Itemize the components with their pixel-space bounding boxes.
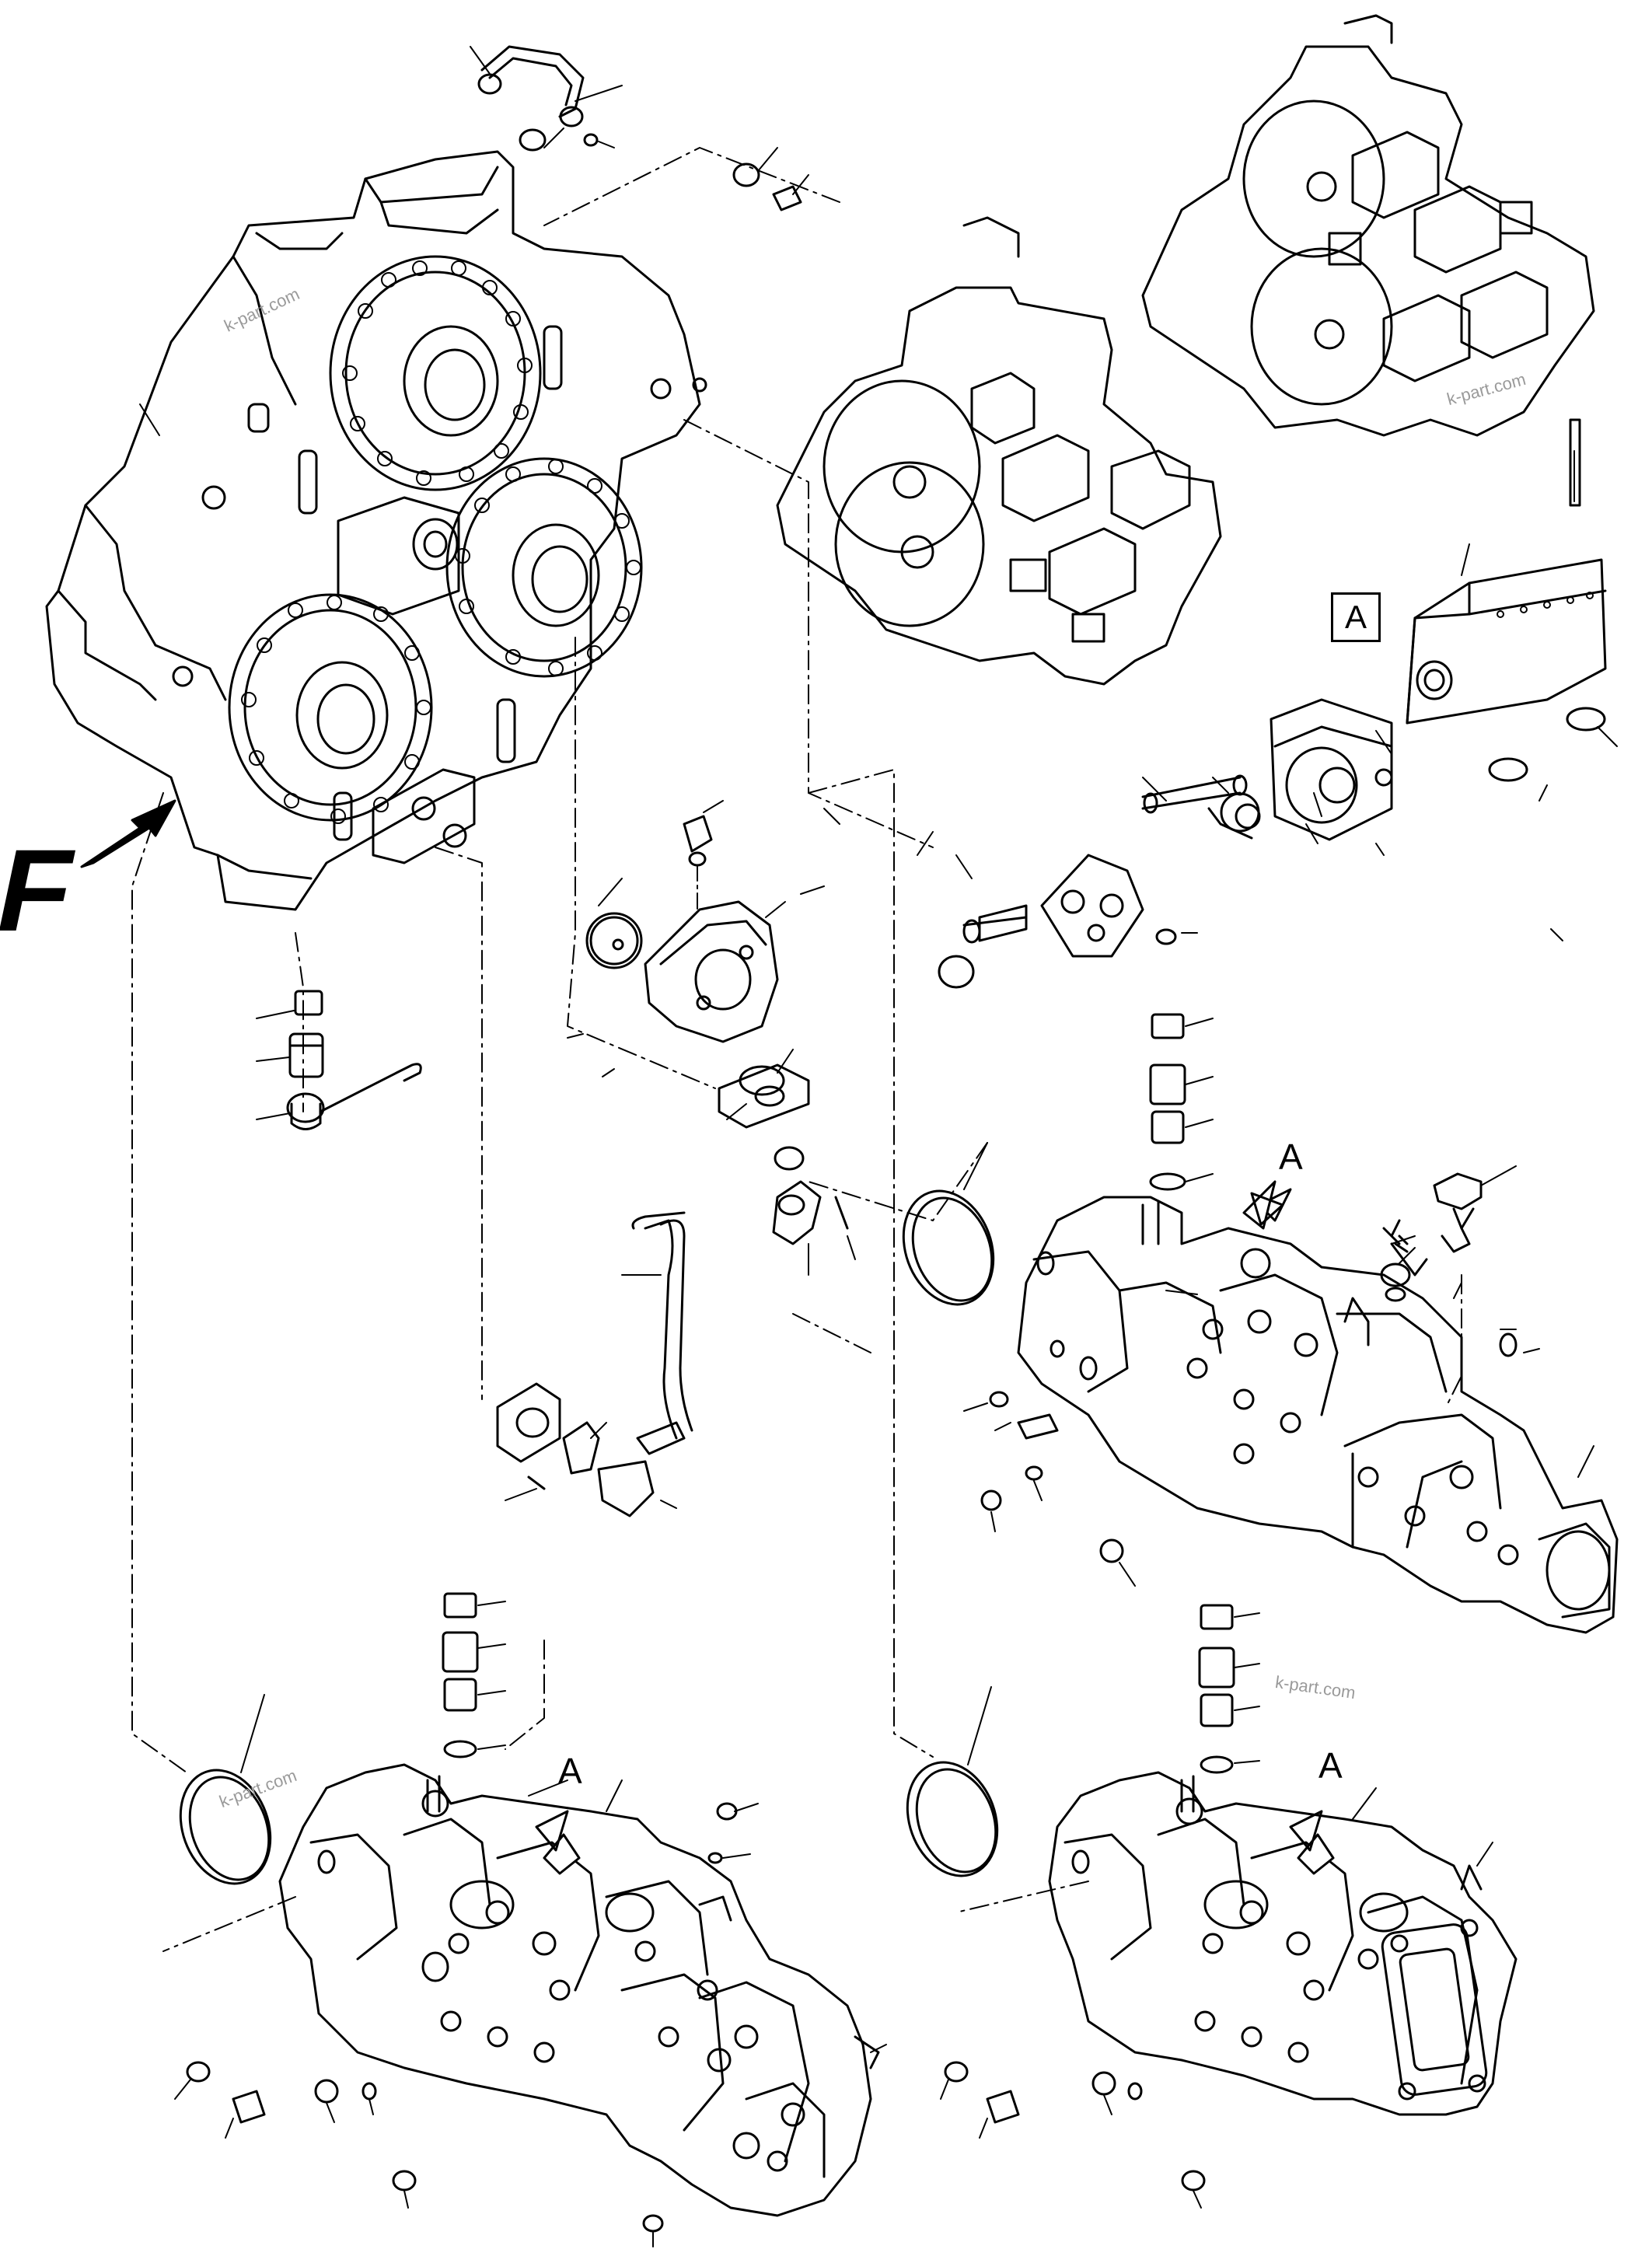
callout-a-lower-left: A: [558, 1751, 582, 1791]
left-fitting-stack: [256, 990, 422, 1130]
assembled-unit-middle: [776, 216, 1222, 686]
pressure-switch: [1380, 1165, 1518, 1357]
lower-flange: [228, 593, 433, 824]
boxed-label-a: A: [1331, 592, 1381, 642]
assembled-unit-right: [1141, 14, 1595, 437]
view-arrow: [80, 799, 176, 868]
misc-leaders: [800, 792, 1563, 941]
lower-left-fitting-stack: [442, 1592, 506, 1758]
valve-block-assembly: [955, 418, 1618, 958]
upper-flange: [329, 255, 542, 491]
lower-right-fitting-stack: [1198, 1604, 1260, 1774]
lower-side-block: [372, 768, 476, 864]
center-gear-pump: [567, 800, 856, 1276]
center-hose: [621, 1211, 693, 1455]
leader-lines-top: [139, 46, 809, 436]
main-pump-lower-right: [940, 1771, 1518, 2209]
right-fitting-stack: [1149, 1013, 1214, 1191]
center-block: [337, 496, 460, 616]
callout-a-upper-right: A: [1279, 1137, 1303, 1177]
main-pump-upper-right: [938, 955, 1619, 1634]
o-rings: [179, 823, 999, 1885]
callout-a-lower-right: A: [1318, 1745, 1343, 1786]
lower-elbow-set: [496, 1382, 677, 1517]
assembly-lines: [131, 147, 1462, 1952]
main-pump-lower-left: [174, 1763, 887, 2247]
right-flange: [445, 457, 643, 678]
gearbox-housing: [45, 150, 707, 911]
top-fittings: [477, 45, 802, 211]
